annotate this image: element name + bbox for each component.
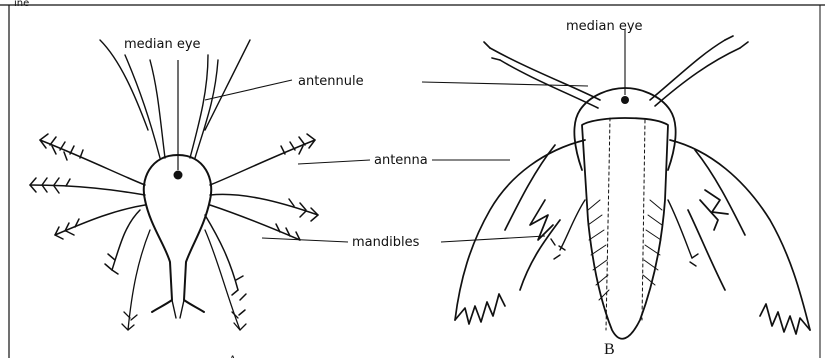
larva-a-median-eye	[174, 171, 183, 180]
label-median-eye-a: median eye	[124, 37, 201, 52]
larva-a-antenna-right	[205, 134, 318, 315]
larva-a-limbs	[122, 230, 246, 330]
leader-antennule	[205, 80, 292, 100]
larva-b-trunk	[582, 118, 668, 339]
larva-b-antenna-left	[455, 140, 585, 324]
label-median-eye-b: median eye	[566, 19, 643, 34]
panel-letter-a: A	[228, 352, 238, 358]
larva-b	[455, 30, 810, 339]
label-antenna: antenna	[374, 153, 428, 168]
figure-frame	[0, 5, 825, 358]
larva-b-antenna-right	[670, 140, 810, 334]
larva-b-mandibles	[551, 200, 698, 266]
panel-letter-b: B	[604, 341, 615, 358]
label-mandibles: mandibles	[352, 235, 420, 250]
larva-a-antenna-left	[30, 134, 145, 274]
larva-a-antennules	[100, 40, 250, 158]
larva-b-antennules	[484, 36, 748, 108]
label-antennule: antennule	[298, 74, 364, 89]
larva-b-median-eye	[621, 96, 629, 104]
header-fragment: ine	[14, 0, 29, 9]
